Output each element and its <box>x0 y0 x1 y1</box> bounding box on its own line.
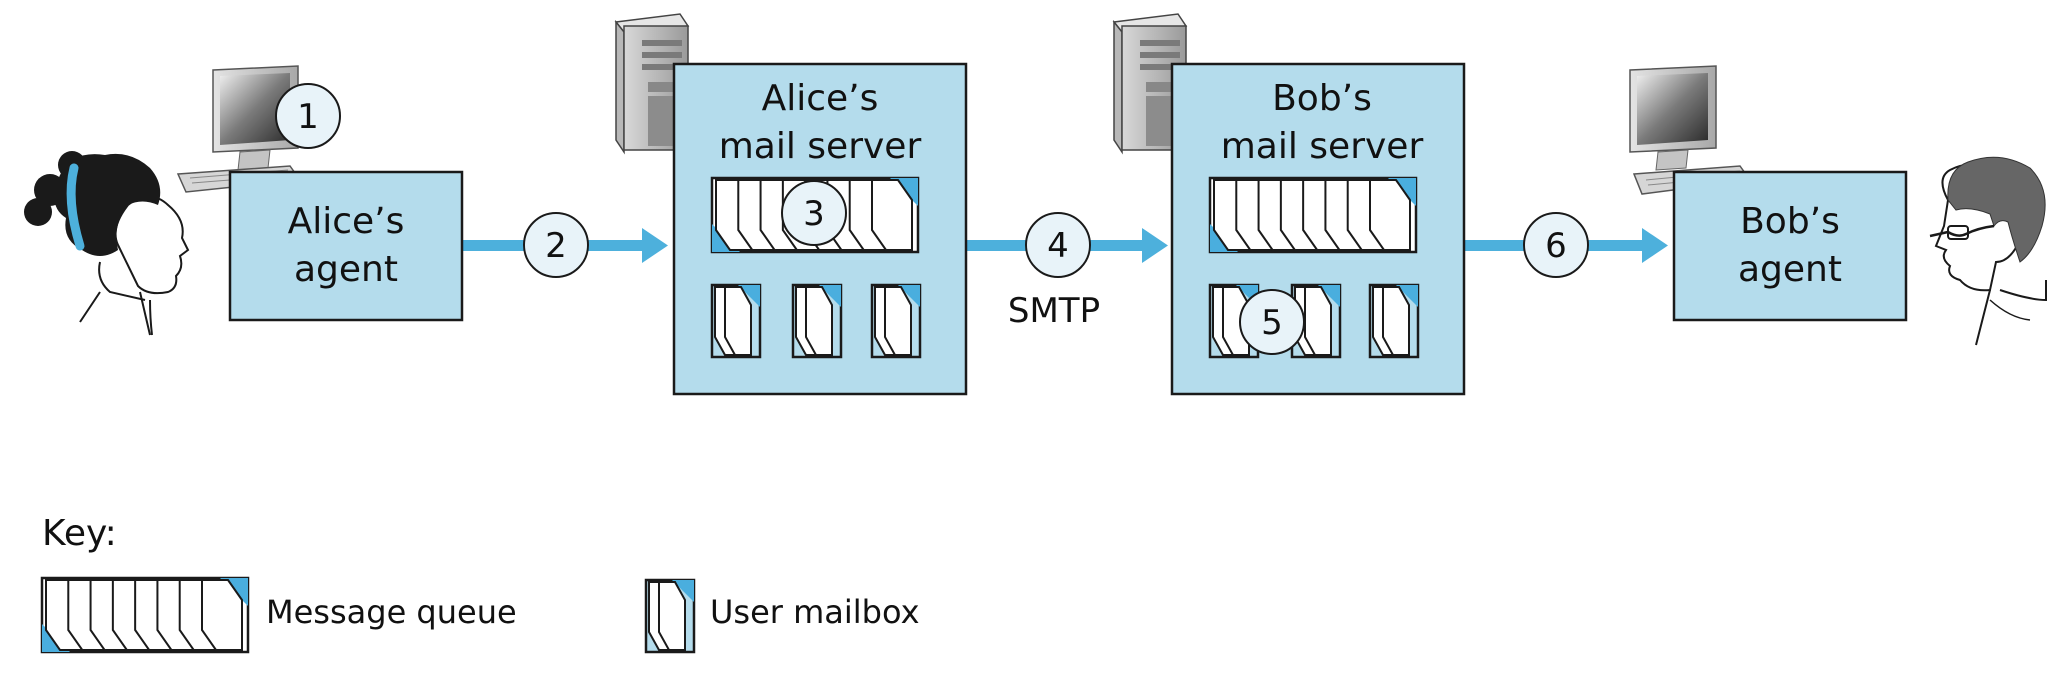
step-1-label: 1 <box>297 97 319 137</box>
step-1-marker: 1 <box>275 83 341 149</box>
step-4-marker: 4 <box>1025 212 1091 278</box>
step-3-label: 3 <box>803 194 825 234</box>
step-2-label: 2 <box>545 226 567 266</box>
step-5-marker: 5 <box>1239 289 1305 355</box>
alice-user-icon <box>24 151 190 336</box>
bob-agent-label-line1: Bob’s <box>1740 201 1840 242</box>
bob-mail-server-box: Bob’s mail server <box>1170 62 1466 396</box>
bob-agent-label-line2: agent <box>1738 249 1842 290</box>
step-6-label: 6 <box>1545 226 1567 266</box>
bob-agent-box: Bob’s agent <box>1672 170 1908 322</box>
alice-agent-label-line2: agent <box>294 249 398 290</box>
legend-user-mailbox-label: User mailbox <box>710 593 920 631</box>
alice-agent-box: Alice’s agent <box>228 170 464 322</box>
step-5-label: 5 <box>1261 303 1283 343</box>
alice-desktop-computer-icon <box>176 65 302 193</box>
step-4-label: 4 <box>1047 226 1069 266</box>
step-markers: 1 2 3 4 5 6 <box>275 83 1589 355</box>
legend-message-queue-symbol <box>40 576 250 654</box>
bob-user-mailbox-2 <box>1290 283 1342 359</box>
step-2-marker: 2 <box>523 212 589 278</box>
step-3-marker: 3 <box>781 180 847 246</box>
bob-server-label-line1: Bob’s <box>1272 78 1372 119</box>
step-6-marker: 6 <box>1523 212 1589 278</box>
alice-server-label-line1: Alice’s <box>762 78 879 119</box>
legend-title: Key: <box>42 513 117 554</box>
alice-server-label-line2: mail server <box>719 126 922 167</box>
legend: Key: Message queue User mailbox <box>40 513 920 654</box>
bob-user-icon <box>1929 156 2047 346</box>
alice-agent-label-line1: Alice’s <box>288 201 405 242</box>
alice-mail-server-box: Alice’s mail server <box>672 62 968 396</box>
legend-message-queue-label: Message queue <box>266 593 517 631</box>
smtp-protocol-label: SMTP <box>1008 291 1100 331</box>
legend-user-mailbox-symbol <box>644 578 696 654</box>
alice-user-mailbox-2 <box>791 283 843 359</box>
bob-user-mailbox-3 <box>1368 283 1420 359</box>
bob-message-queue <box>1208 176 1418 254</box>
bob-server-label-line2: mail server <box>1221 126 1424 167</box>
alice-user-mailbox-1 <box>710 283 762 359</box>
alice-user-mailbox-3 <box>870 283 922 359</box>
